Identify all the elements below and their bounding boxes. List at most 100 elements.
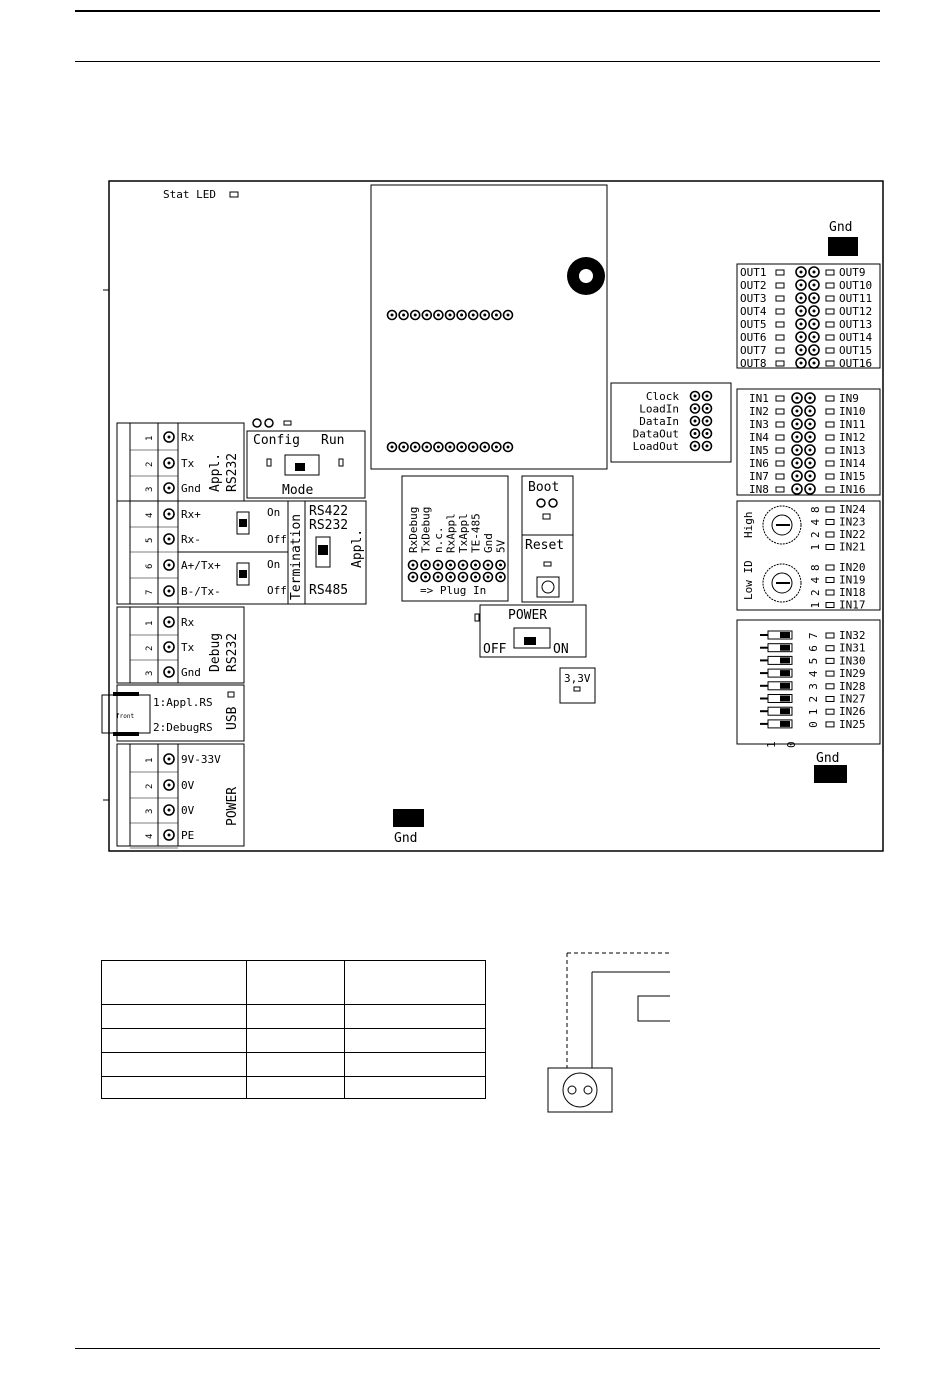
plug-in-pin — [457, 571, 469, 583]
board-outline — [108, 180, 884, 852]
input-label-right: IN13 — [839, 444, 866, 457]
bus-pin — [689, 440, 701, 452]
input-pin — [804, 444, 816, 456]
input-pin — [791, 457, 803, 469]
rotary-low — [762, 563, 802, 603]
power-switch-block — [479, 604, 587, 658]
id-low-label: IN17 — [839, 599, 866, 612]
plug-in-pin — [420, 559, 431, 571]
output-pin — [808, 279, 820, 291]
plug-in-pin — [445, 571, 456, 583]
plug-in-block — [401, 475, 509, 602]
input-pin — [804, 470, 816, 482]
output-pin — [795, 292, 807, 304]
module-pin — [479, 309, 491, 321]
appl-rs485-pin: A+/Tx+ — [181, 559, 221, 572]
terminal-screw — [163, 457, 175, 469]
appl-rs232-pin: Tx — [181, 457, 195, 470]
output-pin — [808, 305, 820, 317]
module-pin — [433, 441, 444, 453]
term-off-2: Off — [267, 584, 287, 597]
input-label-right: IN15 — [839, 470, 866, 483]
module-pin — [398, 441, 409, 453]
output-label-right: OUT9 — [839, 266, 866, 279]
term-on-2: On — [267, 558, 280, 571]
power-on-label: ON — [553, 642, 569, 657]
dip-switch — [767, 706, 793, 716]
bus-label: LoadIn — [639, 403, 679, 416]
module-pin — [456, 441, 467, 453]
mode-label: Mode — [282, 483, 313, 498]
id-low-label: Low ID — [742, 560, 755, 600]
output-pin — [808, 292, 820, 304]
header-rule-bottom — [75, 61, 880, 62]
appl-rs232-title1: Appl. — [208, 453, 223, 492]
plug-in-label: RxAppl — [445, 513, 458, 553]
input-label-left: IN5 — [749, 444, 769, 457]
id-bit-low: 8 — [809, 564, 822, 571]
output-led-left — [775, 282, 785, 289]
outputs-block — [736, 263, 881, 369]
gnd-label-top: Gnd — [829, 220, 852, 235]
terminal-number: 4 — [145, 513, 155, 518]
input-led-right — [825, 434, 835, 441]
run-label: Run — [321, 433, 344, 448]
terminal-screw — [163, 508, 175, 520]
input-led-left — [775, 460, 785, 467]
output-label-right: OUT15 — [839, 344, 872, 357]
debug-title1: Debug — [208, 633, 223, 672]
output-label-right: OUT12 — [839, 305, 872, 318]
usb-block — [116, 684, 245, 742]
plug-in-pin — [482, 571, 494, 583]
dip-led — [825, 696, 835, 702]
input-label-right: IN14 — [839, 457, 866, 470]
terminal-number: 1 — [145, 621, 155, 626]
input-label-left: IN4 — [749, 431, 769, 444]
plug-in-pin — [407, 571, 419, 583]
boot-label: Boot — [528, 480, 559, 495]
terminal-screw — [163, 482, 175, 494]
bus-pin — [701, 428, 713, 439]
power-off-label: OFF — [483, 642, 507, 657]
bus-label: DataIn — [639, 415, 679, 428]
bus-pin — [689, 415, 701, 427]
output-led-left — [775, 360, 785, 367]
input-pin — [804, 457, 816, 469]
terminal-number: 1 — [145, 436, 155, 441]
plug-in-pin — [432, 559, 444, 571]
input-led-right — [825, 447, 835, 454]
output-label-left: OUT5 — [740, 318, 767, 331]
power-switch[interactable] — [513, 627, 551, 649]
dip-bit: 1 — [807, 709, 820, 716]
plug-in-pin — [432, 571, 444, 583]
module-pin — [421, 441, 433, 453]
terminal-screw — [163, 666, 175, 678]
gnd-pad-bottom — [393, 809, 424, 827]
dip-input-label: IN28 — [839, 680, 866, 693]
appl-rs232-pin: Gnd — [181, 482, 201, 495]
dip-led — [825, 721, 835, 728]
usb-ch1: 1:Appl.RS — [153, 696, 213, 709]
terminal-screw — [163, 559, 175, 571]
input-led-right — [825, 460, 835, 467]
dip-led — [825, 708, 835, 715]
id-bit-high: 4 — [809, 519, 822, 526]
plug-in-pin — [457, 559, 469, 571]
plug-in-pin — [470, 559, 481, 571]
input-label-left: IN8 — [749, 483, 769, 496]
plug-in-label: 5V — [495, 539, 508, 553]
cpu-module — [370, 184, 608, 470]
dip-bit: 5 — [807, 658, 820, 665]
module-pin — [398, 309, 409, 321]
plug-in-label: TE-485 — [470, 513, 483, 553]
id-led-high — [825, 531, 835, 538]
dip-bottom-0: 0 — [785, 741, 798, 748]
dip-input-label: IN29 — [839, 667, 866, 680]
plug-in-label: TxAppl — [457, 513, 470, 553]
dip-switch — [767, 655, 793, 665]
reset-button[interactable] — [536, 576, 560, 598]
module-pin — [444, 309, 456, 321]
